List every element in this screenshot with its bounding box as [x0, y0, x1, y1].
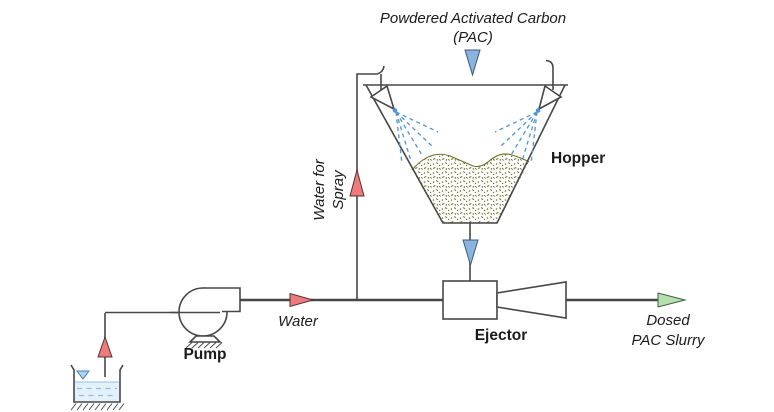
- main-flow-arrow: [289, 292, 315, 308]
- ejector-label: Ejector: [475, 327, 528, 344]
- right-spray-jets: [494, 111, 538, 165]
- left-spray-jets: [395, 111, 439, 165]
- water-for-spray-label-line2: Spray: [330, 169, 347, 210]
- hopper-label: Hopper: [551, 150, 605, 167]
- pac-material: [411, 153, 530, 223]
- pac-title-line1: Powdered Activated Carbon: [380, 10, 566, 27]
- water-label: Water: [278, 313, 319, 330]
- pac-feed-arrow: [464, 49, 481, 77]
- output-label-line2: PAC Slurry: [631, 332, 706, 349]
- pac-title-line2: (PAC): [453, 29, 493, 46]
- tank-ground-hatch: [70, 403, 125, 411]
- riser-flow-arrow: [349, 168, 365, 197]
- suction-flow-arrow: [97, 335, 113, 358]
- water-level-marker: [76, 370, 90, 380]
- right-nozzle-feed-line: [545, 59, 554, 90]
- pump-label: Pump: [183, 346, 226, 363]
- hopper-outline: [363, 84, 568, 224]
- water-for-spray-label-line1: Water for: [311, 158, 328, 220]
- outlet-flow-arrow: [657, 292, 687, 308]
- pump-base: [185, 335, 223, 349]
- output-label-line1: Dosed: [646, 312, 690, 329]
- ejector-diffuser: [496, 281, 567, 319]
- spray-riser-line: [356, 65, 385, 300]
- tank-water: [74, 382, 120, 402]
- water-tank: [70, 364, 125, 411]
- left-spray-nozzle: [369, 84, 398, 113]
- right-spray-nozzle: [535, 84, 563, 113]
- ejector-body: [442, 280, 498, 320]
- pump-symbol: [170, 287, 241, 337]
- hopper-outlet-arrow: [462, 239, 479, 267]
